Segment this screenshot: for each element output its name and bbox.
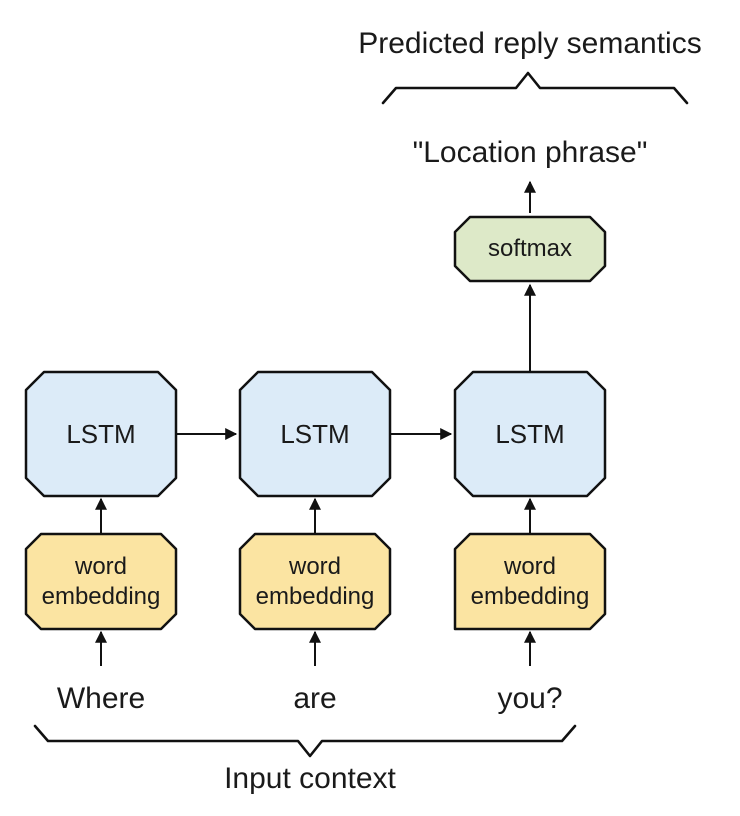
- lstm-box-1-label: LSTM: [26, 372, 176, 496]
- word-embedding-box-2: [238, 532, 392, 631]
- embedding-text-2-line2: embedding: [255, 582, 375, 610]
- top-brace: [381, 71, 689, 105]
- embedding-text-1-line2: embedding: [41, 582, 161, 610]
- lstm-text-1: LSTM: [66, 418, 136, 449]
- word-embedding-box-1: [24, 532, 178, 631]
- predicted-phrase-label: "Location phrase": [412, 136, 648, 169]
- embedding-text-2-line1: word: [288, 553, 342, 581]
- embedding-text-3-line2: embedding: [470, 582, 590, 610]
- lstm-box-2-label: LSTM: [240, 372, 390, 496]
- diagram-title: Predicted reply semantics: [358, 27, 702, 60]
- input-word-3: you?: [497, 682, 563, 715]
- embedding-text-1-line1: word: [74, 553, 128, 581]
- word-embedding-box-3: [453, 532, 607, 631]
- input-word-1: Where: [56, 682, 146, 715]
- softmax-box: [453, 215, 607, 283]
- word-embedding-box-3-label: word embedding: [455, 534, 605, 629]
- softmax-box-label: softmax: [455, 217, 605, 281]
- lstm-box-2: [238, 370, 392, 498]
- lstm-box-1: [24, 370, 178, 498]
- embedding-text-3-line1: word: [503, 553, 557, 581]
- softmax-text: softmax: [487, 235, 573, 262]
- input-context-caption: Input context: [224, 762, 396, 795]
- lstm-box-3-label: LSTM: [455, 372, 605, 496]
- lstm-text-3: LSTM: [495, 418, 565, 449]
- word-embedding-box-1-label: word embedding: [26, 534, 176, 629]
- bottom-brace: [33, 724, 577, 758]
- word-embedding-box-2-label: word embedding: [240, 534, 390, 629]
- lstm-text-2: LSTM: [280, 418, 350, 449]
- input-word-2: are: [293, 682, 337, 715]
- lstm-box-3: [453, 370, 607, 498]
